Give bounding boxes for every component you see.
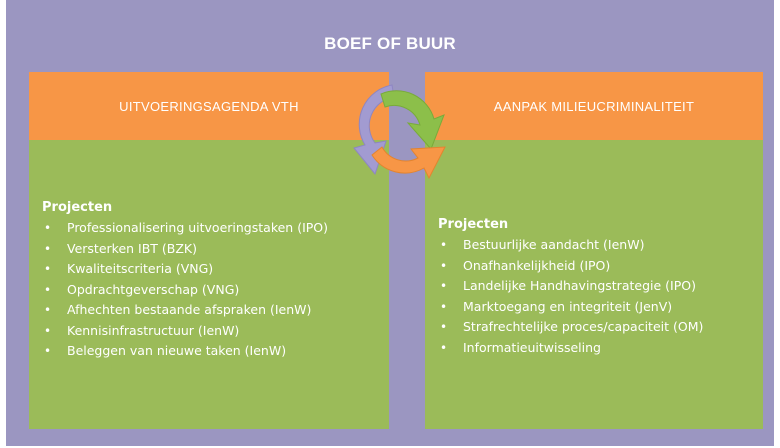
project-item: • Beleggen van nieuwe taken (IenW) <box>42 341 328 362</box>
project-item: • Kennisinfrastructuur (IenW) <box>42 321 328 342</box>
purple-arrow-icon <box>353 84 395 176</box>
project-label: Onafhankelijkheid (IPO) <box>463 257 611 273</box>
green-arrow-icon <box>380 90 445 150</box>
project-label: Versterken IBT (BZK) <box>67 240 197 256</box>
bullet-icon: • <box>440 340 448 355</box>
bullet-icon: • <box>44 262 52 276</box>
bullet-icon: • <box>44 344 52 358</box>
bullet-icon: • <box>44 241 52 256</box>
project-item: • Kwaliteitscriteria (VNG) <box>42 259 328 280</box>
project-label: Kwaliteitscriteria (VNG) <box>67 261 214 276</box>
right-panel-heading: AANPAK MILIEUCRIMINALITEIT <box>425 72 763 140</box>
right-project-list: • Bestuurlijke aandacht (IenW) • Onafhanke… <box>438 235 703 358</box>
bullet-icon: • <box>440 320 448 334</box>
bullet-icon: • <box>44 323 52 338</box>
left-project-list: • Professionalisering uitvoeringstaken (I… <box>42 218 328 362</box>
left-projects-title: Projecten <box>42 200 113 215</box>
project-item: • Opdrachtgeverschap (VNG) <box>42 280 328 301</box>
diagram-title: BOEF OF BUUR <box>324 34 456 53</box>
bullet-icon: • <box>44 221 52 235</box>
project-item: • Marktoegang en integriteit (JenV) <box>438 297 703 318</box>
left-panel-body: Projecten • Professionalisering uitvoerin… <box>29 140 389 429</box>
project-label: Informatieuitwisseling <box>463 339 601 355</box>
bullet-icon: • <box>44 282 52 297</box>
right-panel-body: Projecten • Bestuurlijke aandacht (IenW) … <box>425 140 763 429</box>
circular-arrows-icon <box>353 84 446 180</box>
project-label: Kennisinfrastructuur (IenW) <box>67 322 240 338</box>
right-projects-title: Projecten <box>438 217 509 232</box>
project-label: Beleggen van nieuwe taken (IenW) <box>67 343 287 358</box>
right-panel: AANPAK MILIEUCRIMINALITEIT Projecten • Be… <box>425 72 763 429</box>
orange-arrow-icon <box>371 146 446 180</box>
project-item: • Bestuurlijke aandacht (IenW) <box>438 235 703 256</box>
right-projects: Projecten • Bestuurlijke aandacht (IenW) … <box>438 217 703 358</box>
project-item: • Informatieuitwisseling <box>438 338 703 359</box>
project-item: • Onafhankelijkheid (IPO) <box>438 256 703 277</box>
left-panel: UITVOERINGSAGENDA VTH Projecten • Profess… <box>29 72 389 429</box>
left-projects: Projecten • Professionalisering uitvoerin… <box>42 200 328 362</box>
project-item: • Versterken IBT (BZK) <box>42 239 328 260</box>
project-label: Landelijke Handhavingstrategie (IPO) <box>463 278 696 293</box>
project-item: • Professionalisering uitvoeringstaken (I… <box>42 218 328 239</box>
left-panel-heading: UITVOERINGSAGENDA VTH <box>29 72 389 140</box>
bullet-icon: • <box>44 303 52 317</box>
bullet-icon: • <box>440 279 448 293</box>
bullet-icon: • <box>440 258 448 273</box>
project-label: Bestuurlijke aandacht (IenW) <box>463 237 645 252</box>
project-label: Professionalisering uitvoeringstaken (IP… <box>67 220 329 235</box>
project-label: Marktoegang en integriteit (JenV) <box>463 298 673 314</box>
project-item: • Strafrechtelijke proces/capaciteit (OM) <box>438 317 703 338</box>
project-item: • Afhechten bestaande afspraken (IenW) <box>42 300 328 321</box>
project-label: Strafrechtelijke proces/capaciteit (OM) <box>463 319 704 334</box>
project-label: Opdrachtgeverschap (VNG) <box>67 281 240 297</box>
diagram-frame: BOEF OF BUUR UITVOERINGSAGENDA VTH Proje… <box>6 0 774 446</box>
bullet-icon: • <box>440 238 448 252</box>
project-label: Afhechten bestaande afspraken (IenW) <box>67 302 312 317</box>
bullet-icon: • <box>440 299 448 314</box>
project-item: • Landelijke Handhavingstrategie (IPO) <box>438 276 703 297</box>
